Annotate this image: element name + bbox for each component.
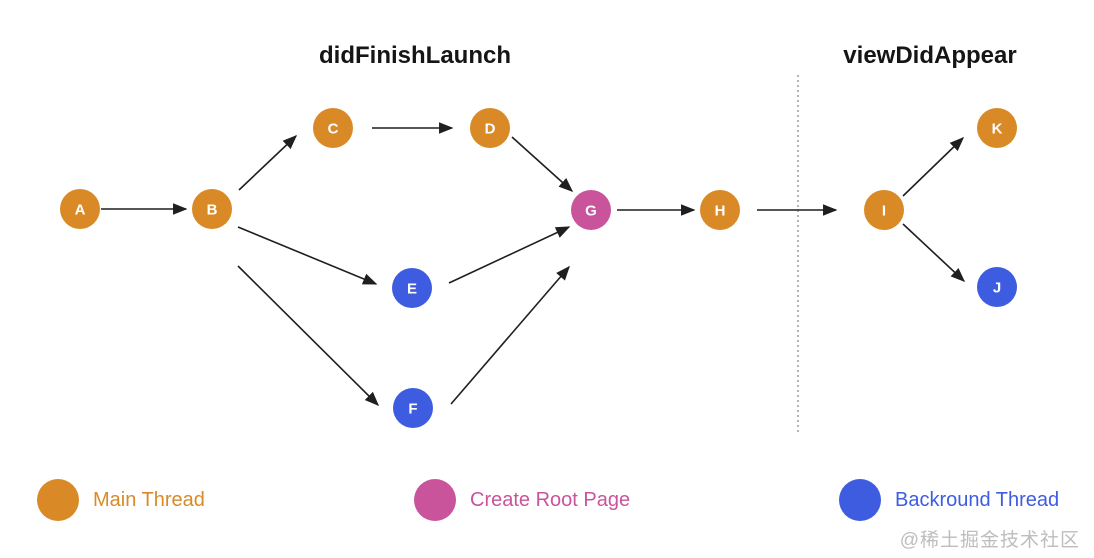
node-circle-C	[313, 108, 353, 148]
node-label-K: K	[992, 120, 1003, 137]
legend-label-background-thread: Backround Thread	[895, 488, 1060, 511]
node-label-B: B	[207, 201, 218, 218]
node-circle-E	[392, 268, 432, 308]
main-thread-color-dot	[37, 479, 79, 521]
node-A: A	[60, 189, 100, 229]
section-title-viewdidappear: viewDidAppear	[843, 42, 1017, 69]
node-circle-I	[864, 190, 904, 230]
node-label-J: J	[993, 279, 1001, 296]
node-B: B	[192, 189, 232, 229]
node-circle-D	[470, 108, 510, 148]
edge-arrow-E-to-G	[448, 226, 571, 284]
node-C: C	[313, 108, 353, 148]
node-J: J	[977, 267, 1017, 307]
node-F: F	[393, 388, 433, 428]
node-label-I: I	[882, 202, 886, 219]
create-root-page-color-dot	[414, 479, 456, 521]
legend-item-background-thread: Backround Thread	[839, 479, 1059, 521]
edge-arrow-F-to-G	[450, 265, 570, 405]
node-circle-G	[571, 190, 611, 230]
edge-arrow-B-to-C	[238, 135, 298, 191]
node-G: G	[571, 190, 611, 230]
node-circle-J	[977, 267, 1017, 307]
node-label-H: H	[715, 202, 726, 219]
node-circle-B	[192, 189, 232, 229]
watermark-text: @稀土掘金技术社区	[899, 530, 1080, 551]
edge-arrow-I-to-K	[902, 136, 965, 197]
node-H: H	[700, 190, 740, 230]
node-circle-H	[700, 190, 740, 230]
node-D: D	[470, 108, 510, 148]
edge-arrow-B-to-E	[237, 226, 378, 285]
node-circle-K	[977, 108, 1017, 148]
legend-label-main-thread: Main Thread	[93, 488, 205, 511]
legend-label-create-root-page: Create Root Page	[470, 488, 631, 511]
legend-item-create-root-page: Create Root Page	[414, 479, 630, 521]
node-E: E	[392, 268, 432, 308]
node-circle-A	[60, 189, 100, 229]
node-label-F: F	[408, 400, 417, 417]
background-thread-color-dot	[839, 479, 881, 521]
node-circle-F	[393, 388, 433, 428]
node-label-C: C	[328, 120, 339, 137]
edge-arrow-I-to-J	[902, 223, 966, 282]
node-K: K	[977, 108, 1017, 148]
node-label-E: E	[407, 280, 417, 297]
section-title-didfinishlaunch: didFinishLaunch	[319, 42, 511, 69]
node-label-D: D	[485, 120, 496, 137]
node-label-G: G	[585, 202, 597, 219]
node-I: I	[864, 190, 904, 230]
legend-item-main-thread: Main Thread	[37, 479, 205, 521]
node-label-A: A	[75, 201, 86, 218]
edge-arrow-B-to-F	[237, 265, 380, 407]
edge-arrow-D-to-G	[511, 136, 574, 192]
